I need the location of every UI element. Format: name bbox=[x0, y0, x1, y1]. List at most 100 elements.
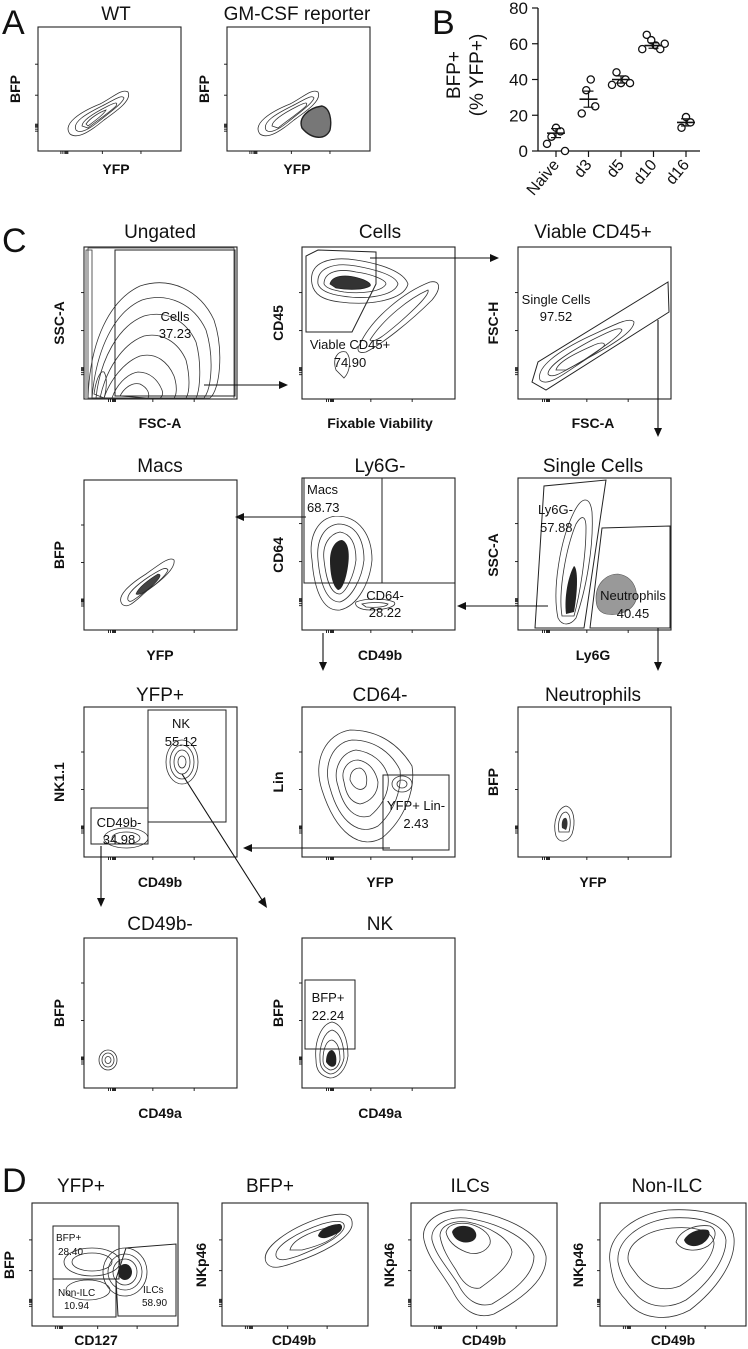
plot-cd64-neg: CD64- YFP Lin YFP+ Lin- 2.43 bbox=[270, 685, 456, 890]
x-tick-label: d16 bbox=[663, 157, 693, 188]
data-point bbox=[677, 123, 686, 133]
y-axis-label: NKp46 bbox=[193, 1243, 209, 1288]
gate-value-d-ilcs: 58.90 bbox=[142, 1298, 167, 1309]
gate-d-ilcs bbox=[115, 1243, 177, 1317]
plot-frame bbox=[301, 937, 456, 1089]
contour-population bbox=[539, 319, 635, 383]
gate-label-ly6g: Ly6G- bbox=[538, 502, 573, 517]
plot-d-ilcs: ILCs CD49b NKp46 bbox=[381, 1176, 558, 1348]
plot-frame bbox=[83, 706, 238, 858]
plot-macs: Macs YFP BFP bbox=[51, 456, 238, 663]
gate-label-d-bfp: BFP+ bbox=[56, 1233, 81, 1244]
plot-title: ILCs bbox=[450, 1176, 489, 1197]
panel-a: WT YFP BFP GM-CSF reporter YFP BFP bbox=[7, 4, 371, 177]
gate-viable-cd45 bbox=[305, 249, 377, 333]
y-tick-label: 40 bbox=[509, 71, 528, 90]
y-axis-label: FSC-H bbox=[485, 302, 501, 345]
gate-yfp-lin bbox=[382, 774, 450, 851]
contour-population bbox=[554, 805, 575, 842]
data-point bbox=[591, 102, 600, 111]
plot-frame bbox=[221, 1202, 369, 1327]
panel-a-plot-reporter: GM-CSF reporter YFP BFP bbox=[196, 4, 371, 177]
plot-title: Ungated bbox=[124, 222, 196, 243]
plot-title: Neutrophils bbox=[545, 685, 641, 706]
gate-cd49b-neg bbox=[90, 807, 149, 845]
gate-label-nk: NK bbox=[172, 716, 190, 731]
contour-population bbox=[67, 90, 130, 137]
data-point bbox=[660, 39, 670, 49]
gating-arrows bbox=[97, 254, 662, 908]
gate-value-macs: 68.73 bbox=[307, 500, 340, 515]
gate-label-viable: Viable CD45+ bbox=[310, 337, 390, 352]
contour-population bbox=[609, 1209, 735, 1318]
y-axis-label-line1: BFP+ bbox=[444, 51, 465, 99]
contour-population bbox=[98, 1049, 118, 1071]
y-tick-label: 80 bbox=[509, 0, 528, 18]
plot-frame bbox=[83, 246, 238, 400]
y-axis-label: BFP bbox=[1, 1251, 17, 1279]
plot-frame bbox=[410, 1202, 558, 1327]
contour-population bbox=[257, 90, 332, 138]
plot-title: CD49b- bbox=[127, 914, 192, 935]
panel-d: YFP+ CD127 BFP BFP+ 28.40 Non-ILC 10.94 … bbox=[1, 1176, 747, 1348]
data-point bbox=[625, 78, 635, 88]
plot-frame bbox=[83, 479, 238, 631]
x-axis-label: CD49b bbox=[462, 1332, 506, 1348]
gate-label-cd64-neg: CD64- bbox=[366, 588, 404, 603]
y-axis-label: BFP bbox=[51, 999, 67, 1027]
data-point bbox=[586, 75, 596, 84]
panel-letter-d: D bbox=[2, 1162, 27, 1200]
plot-ly6g-neg: Ly6G- CD49b CD64 Macs 68.73 CD64- 28.22 bbox=[270, 456, 456, 663]
data-point bbox=[612, 68, 621, 77]
data-point bbox=[542, 139, 552, 149]
x-axis-label: CD49b bbox=[651, 1332, 695, 1348]
plot-title: Viable CD45+ bbox=[534, 222, 651, 243]
x-axis-label: YFP bbox=[102, 161, 129, 177]
plot-d-nonilc: Non-ILC CD49b NKp46 bbox=[570, 1176, 747, 1348]
plot-frame bbox=[37, 26, 182, 152]
arrow-yfp-to-nk bbox=[181, 773, 265, 904]
plot-frame bbox=[301, 246, 456, 400]
plot-title: Macs bbox=[137, 456, 182, 477]
y-axis-label: NKp46 bbox=[381, 1243, 397, 1288]
data-point bbox=[577, 109, 587, 118]
plot-title: Non-ILC bbox=[632, 1176, 703, 1197]
plot-title: Cells bbox=[359, 222, 401, 243]
y-axis-label: NKp46 bbox=[570, 1243, 586, 1288]
y-axis-label: BFP bbox=[485, 768, 501, 796]
data-point bbox=[547, 132, 556, 141]
plot-cells: Cells Fixable Viability CD45 Viable CD45… bbox=[270, 222, 456, 431]
panel-letter-b: B bbox=[432, 4, 455, 42]
x-tick-label: d10 bbox=[630, 157, 660, 188]
y-axis-label-line2: (% YFP+) bbox=[467, 34, 488, 117]
gate-label-cd49b-neg: CD49b- bbox=[97, 815, 142, 830]
x-axis-label: FSC-A bbox=[139, 415, 182, 431]
plot-single-cells: Single Cells Ly6G SSC-A Ly6G- 57.88 Neut… bbox=[485, 456, 672, 663]
y-axis-label: BFP bbox=[7, 75, 23, 103]
gate-label-cells: Cells bbox=[161, 309, 190, 324]
x-axis-label: CD127 bbox=[74, 1332, 118, 1348]
panel-letter-c: C bbox=[2, 222, 27, 260]
data-point bbox=[642, 30, 652, 40]
plot-cd49b-neg: CD49b- CD49a BFP bbox=[51, 914, 238, 1121]
data-point bbox=[607, 80, 617, 90]
plot-frame bbox=[31, 1202, 179, 1327]
y-tick-label: 0 bbox=[519, 142, 528, 161]
x-axis-label: CD49b bbox=[272, 1332, 316, 1348]
plot-title: NK bbox=[367, 914, 394, 935]
x-axis-label: CD49b bbox=[358, 647, 402, 663]
panel-c: Ungated FSC-A SSC-A Cells 37.23 Cells bbox=[51, 222, 672, 1121]
x-axis-label: FSC-A bbox=[572, 415, 615, 431]
plot-neutrophils: Neutrophils YFP BFP bbox=[485, 685, 672, 890]
gate-label-bfp: BFP+ bbox=[312, 990, 345, 1005]
gate-value-nk: 55.12 bbox=[165, 734, 198, 749]
plot-title: CD64- bbox=[353, 685, 408, 706]
contour-population bbox=[310, 515, 396, 611]
contour-population bbox=[423, 1209, 547, 1316]
gate-label-macs: Macs bbox=[307, 482, 339, 497]
y-axis-label: NK1.1 bbox=[51, 762, 67, 802]
x-axis-label: YFP bbox=[579, 874, 606, 890]
gate-single-cells bbox=[531, 281, 670, 391]
plot-frame bbox=[517, 246, 672, 400]
